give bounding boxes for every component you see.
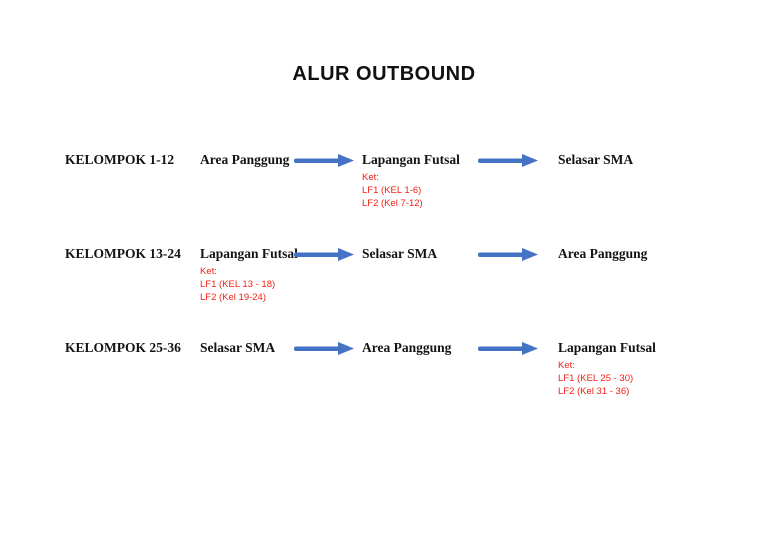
arrow-right-icon <box>294 342 354 355</box>
note-line: LF2 (Kel 19-24) <box>200 292 267 303</box>
stop-label: Selasar SMA <box>200 340 276 355</box>
flow-stop: Selasar SMA <box>362 245 437 262</box>
note-line: LF2 (Kel 31 - 36) <box>558 386 630 397</box>
arrow-right-icon <box>294 248 354 261</box>
note-line: LF2 (Kel 7-12) <box>362 198 423 209</box>
note-line: Ket: <box>362 172 379 183</box>
page-title: ALUR OUTBOUND <box>292 63 476 85</box>
flow-stop: Area Panggung <box>362 339 451 356</box>
arrow-right-icon <box>478 248 538 261</box>
stop-label: Area Panggung <box>558 246 648 261</box>
note-line: LF1 (KEL 25 - 30) <box>558 373 634 384</box>
stop-label: Selasar SMA <box>558 152 634 167</box>
arrow-right-icon <box>478 342 538 355</box>
notes-block: Ket: LF1 (KEL 25 - 30) LF2 (Kel 31 - 36) <box>558 359 656 398</box>
flow-stop: Lapangan Futsal Ket: LF1 (KEL 13 - 18) L… <box>200 245 298 304</box>
notes-block: Ket: LF1 (KEL 1-6) LF2 (Kel 7-12) <box>362 171 460 210</box>
note-line: Ket: <box>200 266 217 277</box>
notes-block: Ket: LF1 (KEL 13 - 18) LF2 (Kel 19-24) <box>200 265 298 304</box>
arrow-right-icon <box>478 154 538 167</box>
flow-stop: Area Panggung <box>558 245 647 262</box>
group-label: KELOMPOK 25-36 <box>65 340 181 355</box>
note-line: LF1 (KEL 1-6) <box>362 185 422 196</box>
stop-label: Area Panggung <box>362 340 452 355</box>
stop-label: Lapangan Futsal <box>200 246 298 261</box>
group-label: KELOMPOK 1-12 <box>65 152 175 167</box>
group-label: KELOMPOK 13-24 <box>65 246 181 261</box>
flow-stop: Selasar SMA <box>200 339 275 356</box>
flow-stop: Selasar SMA <box>558 151 633 168</box>
flow-row-kelompok-1-12: KELOMPOK 1-12 Area Panggung Lapangan Fut… <box>0 151 768 221</box>
flow-stop: Area Panggung <box>200 151 289 168</box>
note-line: Ket: <box>558 360 575 371</box>
flow-stop: Lapangan Futsal Ket: LF1 (KEL 25 - 30) L… <box>558 339 656 398</box>
arrow-right-icon <box>294 154 354 167</box>
flow-stop: Lapangan Futsal Ket: LF1 (KEL 1-6) LF2 (… <box>362 151 460 210</box>
stop-label: Area Panggung <box>200 152 290 167</box>
stop-label: Selasar SMA <box>362 246 438 261</box>
flow-row-kelompok-13-24: KELOMPOK 13-24 Lapangan Futsal Ket: LF1 … <box>0 245 768 315</box>
stop-label: Lapangan Futsal <box>362 152 460 167</box>
stop-label: Lapangan Futsal <box>558 340 656 355</box>
flow-row-kelompok-25-36: KELOMPOK 25-36 Selasar SMA Area Panggung… <box>0 339 768 409</box>
note-line: LF1 (KEL 13 - 18) <box>200 279 276 290</box>
